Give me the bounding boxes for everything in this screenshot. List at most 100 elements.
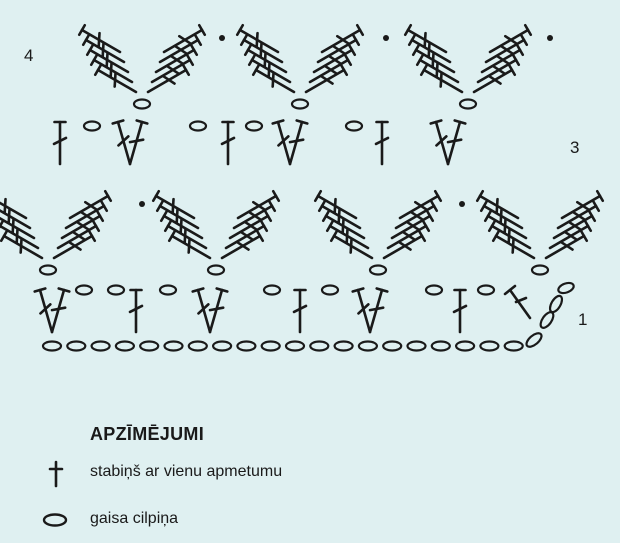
row4-fan-1-right-0 (304, 63, 349, 94)
row4-fan-1-right-4 (320, 23, 365, 54)
row2-fan-chain-0 (38, 264, 58, 276)
crochet-chart (0, 23, 605, 352)
row2-fan-2-left-2 (321, 209, 366, 240)
row4-fan-1-left-4 (235, 23, 280, 54)
row2-fan-1-right-4 (236, 189, 281, 220)
row4-fan-0-left-0 (93, 63, 138, 94)
row1-chain-1 (74, 284, 94, 296)
row2-fan-2-left-4 (313, 189, 358, 220)
row2-fan-3-left-1 (487, 219, 532, 250)
row1-v-left-9 (351, 287, 372, 334)
row4-fan-chain-2 (458, 98, 478, 110)
row2-fan-3-left-4 (475, 189, 520, 220)
row4-fan-2-right-0 (472, 63, 517, 94)
row1-chain-12 (476, 284, 496, 296)
row2-fan-1-left-1 (163, 219, 208, 250)
row3-chain-5 (244, 120, 264, 132)
row4-fan-1-left-0 (251, 63, 296, 94)
row3-v-left-6 (271, 119, 292, 166)
row2-fan-3-left-0 (491, 229, 536, 260)
row2-fan-0-right-0 (52, 229, 97, 260)
row4-fan-0-left-1 (89, 53, 134, 84)
row3-chain-7 (344, 120, 364, 132)
row4-fan-2-right-4 (488, 23, 533, 54)
row2-fan-0-left-0 (0, 229, 44, 260)
row-number-4: 4 (24, 46, 34, 65)
row4-fan-2-left-2 (411, 43, 456, 74)
row4-fan-1-left-3 (239, 33, 284, 64)
row2-fan-2-left-3 (317, 199, 362, 230)
row3-v-left-9 (429, 119, 450, 166)
row2-fan-1-left-0 (167, 229, 212, 260)
row3-chain-1 (82, 120, 102, 132)
legend-item-chain: gaisa cilpiņa (40, 507, 560, 535)
row4-fan-1-left-2 (243, 43, 288, 74)
row2-fan-1-left-2 (159, 209, 204, 240)
legend-label-chain: gaisa cilpiņa (90, 510, 179, 527)
row2-fan-3-left-2 (483, 209, 528, 240)
row4-fan-1-left-1 (247, 53, 292, 84)
row4-fan-0-left-4 (77, 23, 122, 54)
row1-chain-2 (106, 284, 126, 296)
row2-fan-2-left-1 (325, 219, 370, 250)
row4-fan-0-left-3 (81, 33, 126, 64)
row1-v-right-9 (368, 287, 389, 334)
row4-fan-0-right-0 (146, 63, 191, 94)
row4-fan-0-left-2 (85, 43, 130, 74)
row1-chain-8 (320, 284, 340, 296)
foundation-chain-row (41, 281, 575, 352)
row2-fan-0-left-4 (0, 197, 28, 220)
row2-fan-2-right-4 (398, 189, 443, 220)
legend-label-double-crochet: stabiņš ar vienu apmetumu (90, 463, 283, 480)
double-crochet-icon (48, 460, 64, 488)
row2-fan-0-left-1 (0, 219, 40, 250)
row1-dc-11 (452, 288, 468, 334)
row2-fan-chain-3 (530, 264, 550, 276)
row2-fan-1-left-4 (151, 189, 196, 220)
row4-fan-0-right-4 (162, 23, 207, 54)
row1-turning-dc (503, 284, 532, 320)
row1-dc-3 (128, 288, 144, 334)
row-number-1: 1 (578, 310, 588, 329)
row3-v-right-2 (128, 119, 149, 166)
row2-fan-2-left-0 (329, 229, 374, 260)
row3-chain-3 (188, 120, 208, 132)
row3-dc-0 (52, 120, 68, 166)
row-number-3: 3 (570, 138, 580, 157)
row2-slip-stitches (139, 201, 465, 207)
row4-fan-2-left-4 (403, 23, 448, 54)
row2-fan-1-left-3 (155, 199, 200, 230)
row2-fan-3-right-0 (544, 229, 589, 260)
row1-v-right-5 (208, 287, 229, 334)
row2-fan-3-right-4 (560, 189, 605, 220)
row2-fan-0-left-2 (0, 210, 36, 240)
row3-v-right-6 (288, 119, 309, 166)
row1-chain-4 (158, 284, 178, 296)
row2-fan-chain-1 (206, 264, 226, 276)
row1-v-left-0 (33, 287, 54, 334)
row1-chain-10 (424, 284, 444, 296)
row3-v-right-9 (446, 119, 467, 166)
row2-fan-chain-2 (368, 264, 388, 276)
row3-v-left-2 (111, 119, 132, 166)
row1-v-left-5 (191, 287, 212, 334)
row4-fan-chain-0 (132, 98, 152, 110)
row2-fan-0-right-4 (68, 189, 113, 220)
row4-slip-stitches (219, 35, 553, 41)
row1-chain-6 (262, 284, 282, 296)
row2-fan-3-left-3 (479, 199, 524, 230)
legend-title: APZĪMĒJUMI (90, 424, 205, 444)
legend-item-double-crochet: stabiņš ar vienu apmetumu (40, 460, 560, 488)
row1-v-right-0 (50, 287, 71, 334)
row3-dc-8 (374, 120, 390, 166)
chain-stitch-icon (42, 513, 68, 527)
row4-fan-chain-1 (290, 98, 310, 110)
row2-fan-1-right-0 (220, 229, 265, 260)
row2-fan-2-right-0 (382, 229, 427, 260)
row2-fan-0-left-3 (0, 207, 32, 230)
row4-fan-2-left-0 (419, 63, 464, 94)
row3-dc-4 (220, 120, 236, 166)
row1-dc-7 (292, 288, 308, 334)
row4-fan-2-left-1 (415, 53, 460, 84)
row4-fan-2-left-3 (407, 33, 452, 64)
